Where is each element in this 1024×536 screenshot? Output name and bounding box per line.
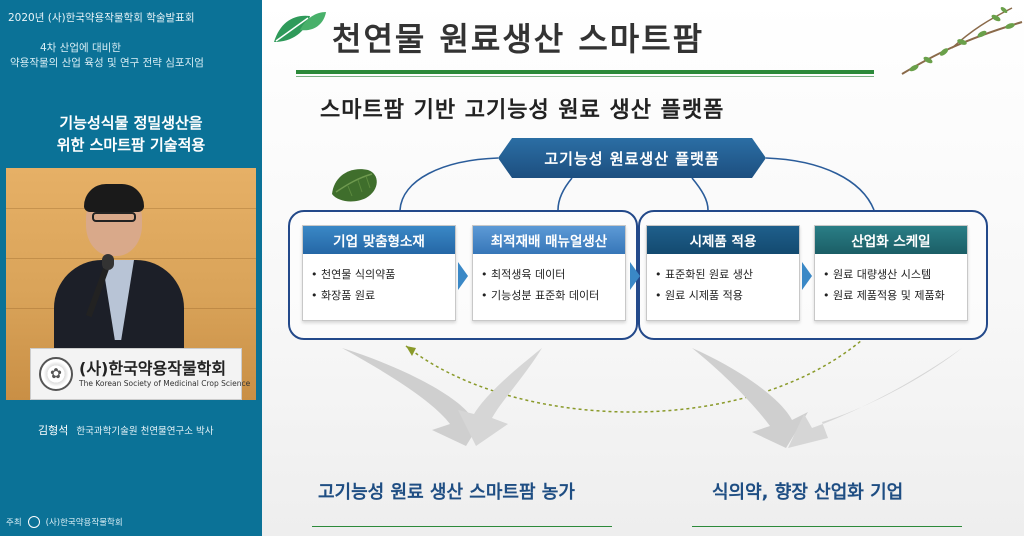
speaker-caption: 김형석 한국과학기술원 천연물연구소 박사 bbox=[38, 422, 214, 438]
podium-sign: ✿ (사)한국약용작물학회 The Korean Society of Medi… bbox=[30, 348, 250, 400]
host-label: 주최 bbox=[6, 518, 22, 528]
card-cultivation-manual: 최적재배 매뉴얼생산 최적생육 데이터 기능성분 표준화 데이터 bbox=[472, 225, 626, 321]
card-item: 천연물 식의약품 bbox=[311, 264, 455, 285]
card-item: 표준화된 원료 생산 bbox=[655, 264, 799, 285]
card-prototype: 시제품 적용 표준화된 원료 생산 원료 시제품 적용 bbox=[646, 225, 800, 321]
glasses-icon bbox=[92, 212, 136, 222]
card-header: 기업 맞춤형소재 bbox=[303, 226, 455, 254]
talk-title-line1: 기능성식물 정밀생산을 bbox=[59, 114, 203, 132]
card-item: 최적생육 데이터 bbox=[481, 264, 625, 285]
event-title: 2020년 (사)한국약용작물학회 학술발표회 bbox=[8, 12, 195, 24]
chevron-right-icon bbox=[802, 262, 812, 290]
chevron-right-icon bbox=[458, 262, 468, 290]
symposium-subtitle-line2: 약용작물의 산업 육성 및 연구 전략 심포지엄 bbox=[10, 57, 204, 69]
outcome-farm: 고기능성 원료 생산 스마트팜 농가 bbox=[318, 482, 575, 503]
card-header: 시제품 적용 bbox=[647, 226, 799, 254]
podium-society-english: The Korean Society of Medicinal Crop Sci… bbox=[79, 379, 251, 388]
host-name: (사)한국약용작물학회 bbox=[45, 518, 123, 528]
presentation-slide: 천연물 원료생산 스마트팜 스마트팜 기반 고기능성 원료 생산 플랫폼 bbox=[262, 0, 1024, 536]
leaf-logo-icon bbox=[274, 12, 326, 42]
card-industrial-scale: 산업화 스케일 원료 대량생산 시스템 원료 제품적용 및 제품화 bbox=[814, 225, 968, 321]
platform-banner: 고기능성 원료생산 플랫폼 bbox=[498, 138, 766, 178]
card-custom-material: 기업 맞춤형소재 천연물 식의약품 화장품 원료 bbox=[302, 225, 456, 321]
card-item: 원료 시제품 적용 bbox=[655, 285, 799, 306]
speaker-name: 김형석 bbox=[38, 424, 69, 437]
left-panel: 2020년 (사)한국약용작물학회 학술발표회 4차 산업에 대비한 약용작물의… bbox=[0, 0, 262, 536]
symposium-subtitle-line1: 4차 산업에 대비한 bbox=[40, 42, 121, 54]
slide-subtitle: 스마트팜 기반 고기능성 원료 생산 플랫폼 bbox=[320, 98, 725, 123]
card-item: 화장품 원료 bbox=[311, 285, 455, 306]
card-item: 원료 대량생산 시스템 bbox=[823, 264, 967, 285]
speaker-affiliation: 한국과학기술원 천연물연구소 박사 bbox=[76, 426, 214, 437]
slide-title: 천연물 원료생산 스마트팜 bbox=[332, 20, 705, 58]
card-header: 산업화 스케일 bbox=[815, 226, 967, 254]
card-item: 원료 제품적용 및 제품화 bbox=[823, 285, 967, 306]
chevron-right-icon bbox=[630, 262, 640, 290]
talk-title-line2: 위한 스마트팜 기술적용 bbox=[56, 136, 206, 154]
herb-leaf-icon bbox=[332, 169, 377, 202]
card-header: 최적재배 매뉴얼생산 bbox=[473, 226, 625, 254]
society-seal-icon: ✿ bbox=[39, 357, 73, 391]
branch-decoration-icon bbox=[901, 7, 1023, 75]
host-footer: 주최 (사)한국약용작물학회 bbox=[6, 516, 123, 528]
podium-society-name: (사)한국약용작물학회 bbox=[79, 359, 227, 378]
title-underline bbox=[296, 70, 874, 74]
outcome-industry: 식의약, 향장 산업화 기업 bbox=[712, 482, 904, 503]
host-seal-icon bbox=[27, 516, 40, 528]
card-item: 기능성분 표준화 데이터 bbox=[481, 285, 625, 306]
